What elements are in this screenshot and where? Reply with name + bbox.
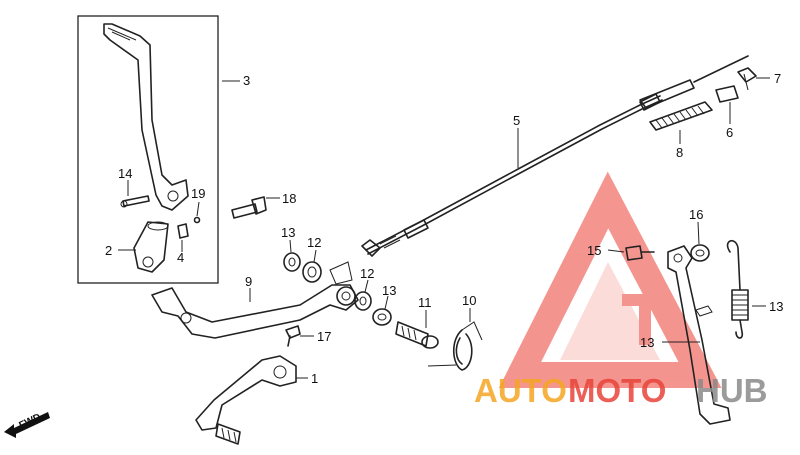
washer-13-left [283,252,301,272]
watermark-auto: AUTO [474,372,567,409]
label-13a: 13 [281,225,295,240]
watermark-logo [498,171,722,388]
label-7: 7 [774,71,781,86]
kick-starter-arm [103,23,189,211]
label-8: 8 [676,145,683,160]
washer-12-left [302,261,322,283]
pin-21 [193,216,201,224]
kick-starter-group-frame [77,15,219,284]
label-17: 15 [587,243,601,258]
label-14: 13 [640,335,654,350]
watermark-text: AUTO MOTO HUB [474,372,768,409]
return-spring-10 [427,321,483,371]
joint-7 [737,67,757,91]
label-10: 10 [462,293,476,308]
brake-cable-5 [361,55,749,257]
bolt-20 [231,196,267,219]
side-stand-14 [667,245,731,425]
label-2: 2 [105,243,112,258]
label-6: 6 [726,125,733,140]
spindle-boss-2 [133,221,169,273]
bolt-16 [120,195,150,208]
watermark-moto: MOTO [568,372,666,409]
washer-13-right [372,308,392,326]
label-12a: 12 [307,235,321,250]
label-12b: 12 [360,266,374,281]
label-16: 14 [118,166,132,181]
forward-direction-arrow [4,412,50,438]
label-5: 5 [513,113,520,128]
bolt-4 [177,223,189,239]
label-19: 17 [317,329,331,344]
label-20: 18 [282,191,296,206]
label-18: 16 [689,207,703,222]
watermark-hub: HUB [696,372,768,409]
cable-spring-8 [649,101,713,131]
label-21: 19 [191,186,205,201]
label-3: 3 [243,73,250,88]
label-1: 1 [311,371,318,386]
nut-18 [690,244,710,262]
fwd-label: FWD [17,412,42,432]
label-13b: 13 [382,283,396,298]
label-9: 9 [245,274,252,289]
label-4: 4 [177,250,184,265]
label-15: 13 [769,299,783,314]
stand-spring-15 [726,240,749,339]
washer-12-right [354,291,372,311]
pivot-bolt-11 [395,321,439,349]
joint-6 [715,85,739,103]
bolt-19 [285,325,301,347]
bolt-17 [625,245,655,261]
change-pedal-arm-9 [151,261,359,339]
label-11: 11 [418,295,432,310]
brake-pedal-1 [195,355,297,445]
